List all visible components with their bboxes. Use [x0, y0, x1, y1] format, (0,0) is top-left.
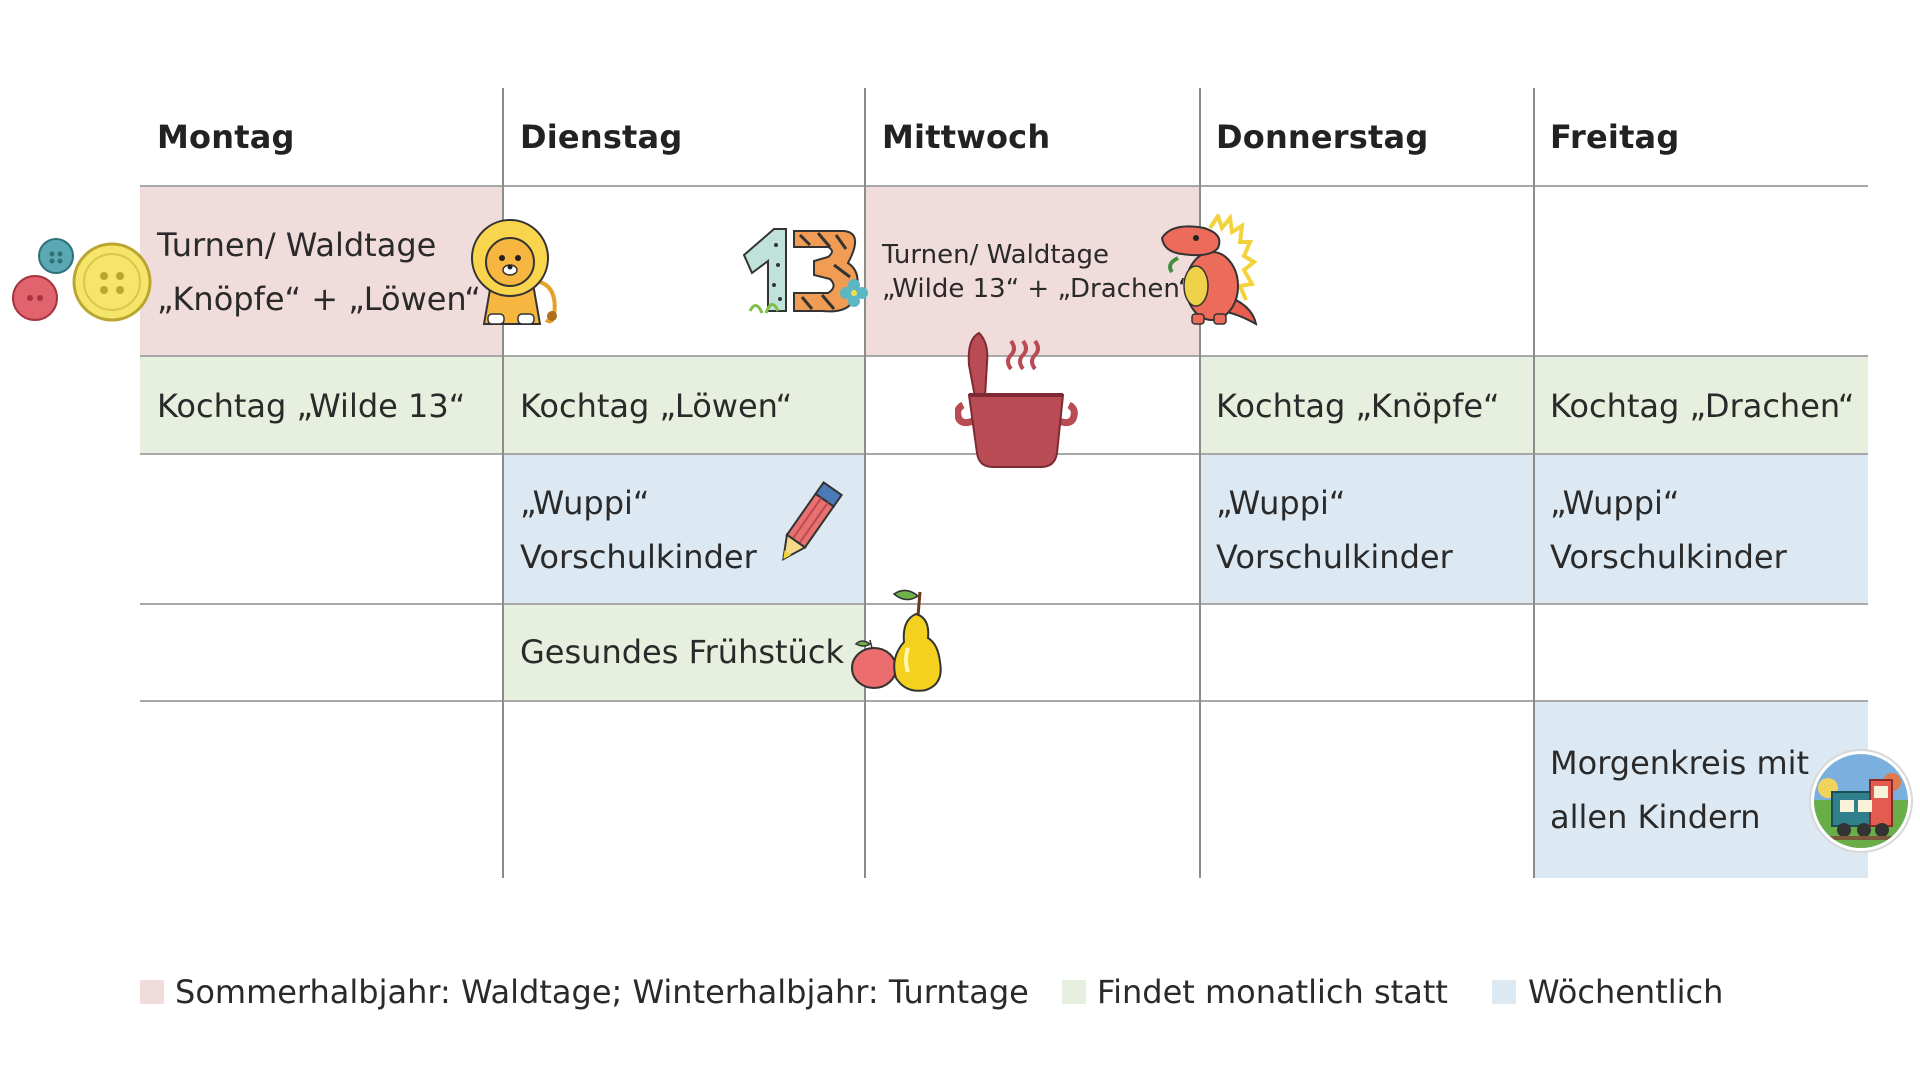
cell-freitag-row2: [1534, 356, 1868, 454]
dienstag-wuppi: „Wuppi“: [520, 484, 650, 522]
montag-groups-label: „Knöpfe“ + „Löwen“: [157, 280, 481, 318]
legend-label-sommerhalbjahr: Sommerhalbjahr: Waldtage; Winterhalbjahr…: [175, 973, 1029, 1011]
montag-kochtag: Kochtag „Wilde 13“: [157, 387, 466, 425]
legend-label-monatlich: Findet monatlich statt: [1097, 973, 1448, 1011]
dragon-icon: [1160, 214, 1258, 326]
day-header-freitag: Freitag: [1550, 118, 1680, 156]
dienstag-vorschulkinder: Vorschulkinder: [520, 538, 757, 576]
legend-swatch-blue: [1492, 980, 1516, 1004]
freitag-kochtag: Kochtag „Drachen“: [1550, 387, 1855, 425]
donnerstag-wuppi: „Wuppi“: [1216, 484, 1346, 522]
mittwoch-groups-label: „Wilde 13“ + „Drachen“: [882, 274, 1192, 304]
lion-icon: [471, 219, 557, 325]
cell-donnerstag-row3: [1200, 454, 1534, 604]
train-icon: [1809, 749, 1913, 853]
grid-line-h5: [140, 700, 1868, 702]
day-header-montag: Montag: [157, 118, 295, 156]
grid-line-v2: [864, 88, 866, 878]
cell-freitag-row3: [1534, 454, 1868, 604]
cell-mittwoch-row1: [865, 186, 1200, 356]
dienstag-kochtag: Kochtag „Löwen“: [520, 387, 793, 425]
mittwoch-turnen-label: Turnen/ Waldtage: [882, 240, 1109, 270]
grid-line-h1: [140, 185, 1868, 187]
montag-turnen-label: Turnen/ Waldtage: [157, 226, 437, 264]
cell-montag-row2: [140, 356, 503, 454]
cell-dienstag-row2: [503, 356, 865, 454]
freitag-wuppi: „Wuppi“: [1550, 484, 1680, 522]
cooking-pot-icon: [955, 331, 1078, 468]
cell-montag-row1: [140, 186, 503, 356]
number-13-icon: [742, 228, 868, 314]
freitag-vorschulkinder: Vorschulkinder: [1550, 538, 1787, 576]
legend-label-woechentlich: Wöchentlich: [1528, 973, 1724, 1011]
day-header-mittwoch: Mittwoch: [882, 118, 1051, 156]
donnerstag-vorschulkinder: Vorschulkinder: [1216, 538, 1453, 576]
fruit-icon: [851, 589, 942, 692]
cell-donnerstag-row2: [1200, 356, 1534, 454]
grid-line-h4: [140, 603, 1868, 605]
cell-dienstag-row4: [503, 604, 865, 701]
day-header-dienstag: Dienstag: [520, 118, 683, 156]
donnerstag-kochtag: Kochtag „Knöpfe“: [1216, 387, 1500, 425]
freitag-allen-kindern: allen Kindern: [1550, 798, 1761, 836]
legend-swatch-pink: [140, 980, 164, 1004]
grid-line-v3: [1199, 88, 1201, 878]
dienstag-fruehstueck: Gesundes Frühstück: [520, 633, 844, 671]
pencil-icon: [782, 481, 844, 561]
buttons-icon: [12, 238, 152, 322]
grid-line-v4: [1533, 88, 1535, 878]
legend-swatch-green: [1062, 980, 1086, 1004]
grid-line-v1: [502, 88, 504, 878]
freitag-morgenkreis: Morgenkreis mit: [1550, 744, 1810, 782]
grid-line-h2: [140, 355, 1868, 357]
day-header-donnerstag: Donnerstag: [1216, 118, 1429, 156]
